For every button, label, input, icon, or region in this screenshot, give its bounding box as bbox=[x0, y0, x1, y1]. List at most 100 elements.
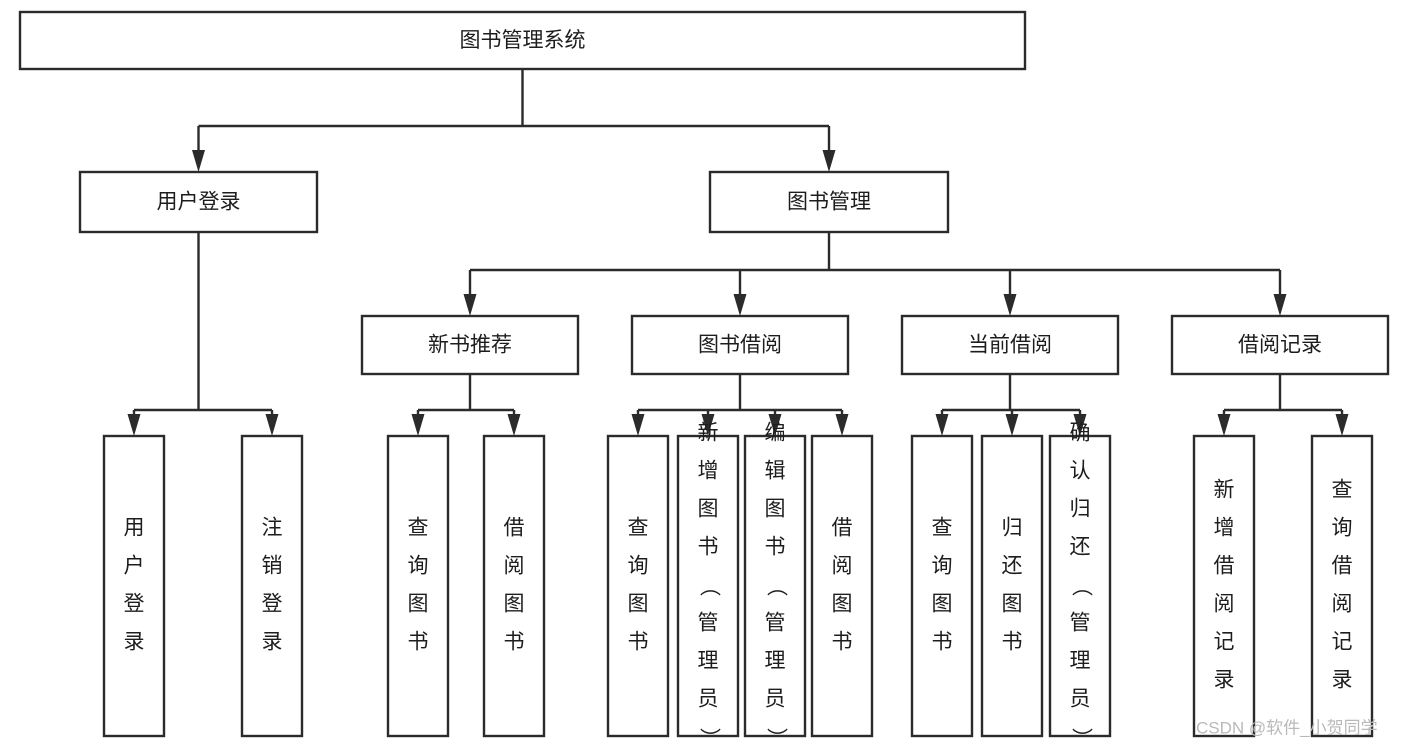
node-box[interactable] bbox=[1310, 434, 1374, 738]
connector-group-current-borrow-children bbox=[935, 374, 1087, 436]
node-label: 借阅记录 bbox=[1238, 334, 1322, 357]
node-box[interactable] bbox=[900, 314, 1120, 376]
node-label-char: 新 bbox=[1214, 479, 1235, 502]
node-box[interactable] bbox=[1048, 434, 1112, 738]
node-label-char: 书 bbox=[1002, 631, 1023, 654]
node-label-char: 管 bbox=[1070, 612, 1091, 635]
csdn-watermark: CSDN @软件_小贺同学 bbox=[1196, 718, 1378, 737]
node-label-char: 图 bbox=[698, 498, 719, 521]
node-label-char: 新 bbox=[698, 422, 719, 445]
node-root[interactable]: 图书管理系统 bbox=[18, 10, 1027, 71]
node-box[interactable] bbox=[910, 434, 974, 738]
connector-group-user-login-children bbox=[127, 232, 279, 436]
arrow-head-icon bbox=[631, 414, 645, 436]
node-label-char: 阅 bbox=[832, 555, 853, 578]
arrow-head-icon bbox=[265, 414, 279, 436]
node-book-borrow[interactable]: 图书借阅 bbox=[630, 314, 850, 376]
node-label-char: 增 bbox=[1214, 517, 1235, 540]
arrow-head-icon bbox=[701, 414, 715, 436]
node-label-char: 书 bbox=[932, 631, 953, 654]
node-box[interactable] bbox=[606, 434, 670, 738]
node-label-char: 理 bbox=[698, 650, 719, 673]
arrow-head-icon bbox=[463, 294, 477, 316]
arrow-head-icon bbox=[1217, 414, 1231, 436]
node-label-char: 增 bbox=[698, 460, 719, 483]
connector-group-new-book-recommend-children bbox=[411, 374, 521, 436]
node-label-char: 书 bbox=[832, 631, 853, 654]
node-label-char: 图 bbox=[628, 593, 649, 616]
node-box[interactable] bbox=[1170, 314, 1390, 376]
node-label-char: 注 bbox=[262, 517, 283, 540]
node-label-char: 归 bbox=[1070, 498, 1091, 521]
arrow-head-icon bbox=[411, 414, 425, 436]
node-label-char: 借 bbox=[1332, 555, 1353, 578]
node-box[interactable] bbox=[102, 434, 166, 738]
node-label-char: 询 bbox=[628, 555, 649, 578]
node-box[interactable] bbox=[482, 434, 546, 738]
node-box[interactable] bbox=[743, 434, 807, 738]
node-label-char: 书 bbox=[504, 631, 525, 654]
node-box[interactable] bbox=[18, 10, 1027, 71]
node-label-char: 查 bbox=[628, 517, 649, 540]
node-label-char: 阅 bbox=[1332, 593, 1353, 616]
node-label-char: 用 bbox=[124, 517, 145, 540]
node-label-char: 辑 bbox=[765, 460, 786, 483]
node-box[interactable] bbox=[630, 314, 850, 376]
node-current-borrow[interactable]: 当前借阅 bbox=[900, 314, 1120, 376]
node-label-char: 编 bbox=[765, 422, 786, 445]
node-label: 新书推荐 bbox=[428, 334, 512, 357]
node-box[interactable] bbox=[980, 434, 1044, 738]
node-box[interactable] bbox=[360, 314, 580, 376]
node-new-book-recommend[interactable]: 新书推荐 bbox=[360, 314, 580, 376]
node-label-char: 管 bbox=[765, 612, 786, 635]
node-box[interactable] bbox=[386, 434, 450, 738]
node-label-char: 借 bbox=[504, 517, 525, 540]
node-label-char: ） bbox=[764, 728, 787, 747]
node-box[interactable] bbox=[240, 434, 304, 738]
arrow-head-icon bbox=[192, 150, 205, 172]
node-box[interactable] bbox=[676, 434, 740, 738]
arrow-head-icon bbox=[507, 414, 521, 436]
node-label-char: 记 bbox=[1332, 631, 1353, 654]
node-user-login[interactable]: 用户登录 bbox=[78, 170, 319, 234]
connector-group-borrow-record-children bbox=[1217, 374, 1349, 436]
node-box[interactable] bbox=[810, 434, 874, 738]
node-label-char: 查 bbox=[1332, 479, 1353, 502]
node-label-char: （ bbox=[764, 576, 787, 597]
node-label-char: 录 bbox=[1332, 669, 1353, 692]
node-box[interactable] bbox=[78, 170, 319, 234]
node-book-manage[interactable]: 图书管理 bbox=[708, 170, 950, 234]
node-label: 图书管理系统 bbox=[460, 29, 586, 52]
node-borrow-record[interactable]: 借阅记录 bbox=[1170, 314, 1390, 376]
node-leaf-user-login[interactable]: 用户登录 bbox=[102, 434, 166, 738]
node-label: 用户登录 bbox=[124, 517, 145, 654]
node-label-char: 图 bbox=[504, 593, 525, 616]
node-label-char: 录 bbox=[262, 631, 283, 654]
node-box[interactable] bbox=[708, 170, 950, 234]
node-label-char: 确 bbox=[1070, 422, 1091, 445]
node-label-char: 书 bbox=[765, 536, 786, 559]
node-box[interactable] bbox=[1192, 434, 1256, 738]
arrow-head-icon bbox=[822, 150, 836, 172]
node-label-char: 图 bbox=[832, 593, 853, 616]
node-label-char: （ bbox=[697, 576, 720, 597]
node-label-char: （ bbox=[1069, 576, 1092, 597]
node-label-char: 认 bbox=[1070, 460, 1091, 483]
